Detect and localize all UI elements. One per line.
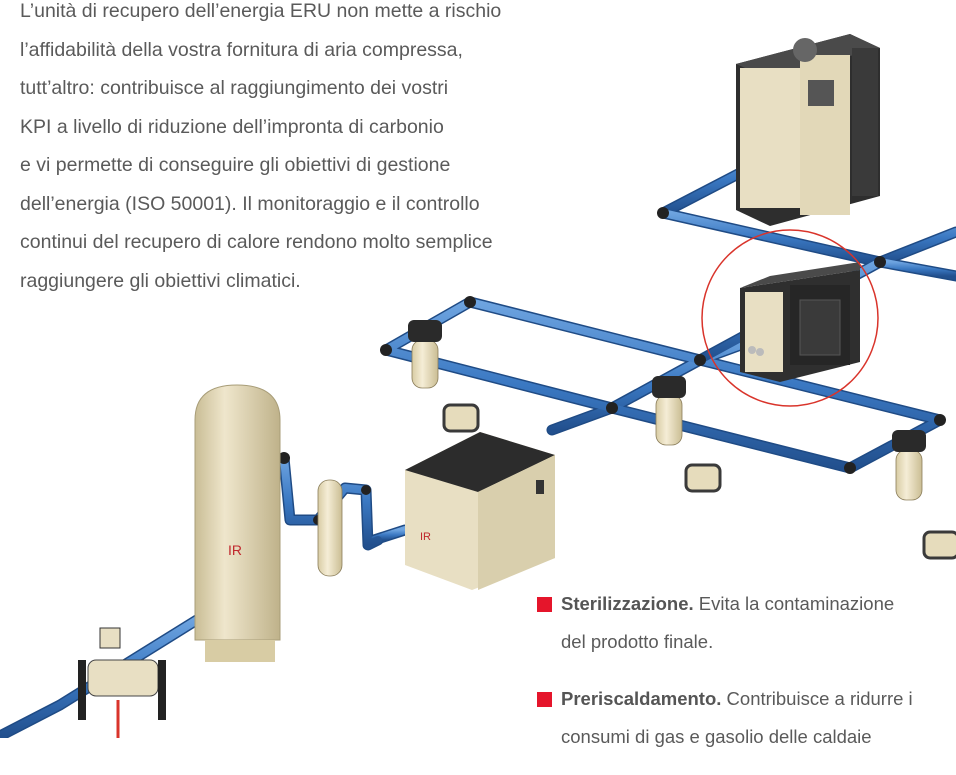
- benefit-text: del prodotto finale.: [561, 631, 714, 652]
- intro-line: e vi permette di conseguire gli obiettiv…: [20, 154, 451, 176]
- air-receiver-tank: IR: [194, 384, 281, 662]
- intro-paragraph: L’unità di recupero dell’energia ERU non…: [20, 0, 620, 300]
- brand-logo: IR: [420, 531, 431, 543]
- filter-heads: [408, 320, 926, 452]
- energy-recovery-unit: [740, 262, 860, 382]
- intro-line: raggiungere gli obiettivi climatici.: [20, 269, 301, 292]
- intro-line: continui del recupero di calore rendono …: [20, 231, 493, 253]
- intro-line: dell’energia (ISO 50001). Il monitoraggi…: [20, 192, 480, 215]
- benefit-text: consumi di gas e gasolio delle caldaie: [561, 726, 872, 747]
- valve-assembly: [78, 627, 166, 738]
- tank-brand-mark: IR: [228, 542, 242, 558]
- drain-traps: [442, 403, 956, 560]
- benefit-text: Evita la contaminazione: [698, 593, 895, 614]
- intro-line: KPI a livello di riduzione dell’impronta…: [20, 115, 444, 138]
- intro-line: tutt’altro: contribuisce al raggiungimen…: [20, 77, 449, 99]
- front-compressor: IR: [405, 432, 555, 590]
- intro-line: L’unità di recupero dell’energia ERU non…: [20, 0, 502, 22]
- benefit-title: Sterilizzazione.: [561, 593, 694, 614]
- benefits-list: Sterilizzazione. Evita la contaminazione…: [537, 585, 956, 775]
- benefit-item: Preriscaldamento. Contribuisce a ridurre…: [537, 680, 956, 756]
- intro-line: l’affidabilità della vostra fornitura di…: [20, 38, 463, 61]
- rear-compressor: [736, 34, 880, 226]
- benefit-text: Contribuisce a ridurre i: [726, 688, 913, 709]
- line-filter: [317, 339, 923, 577]
- bullet-square-icon: [537, 597, 552, 612]
- compressed-air-system-illustration: IR IR: [0, 34, 956, 738]
- eru-highlight-ring: [701, 229, 879, 407]
- bullet-square-icon: [537, 692, 552, 707]
- benefit-item: Sterilizzazione. Evita la contaminazione…: [537, 585, 956, 661]
- benefit-title: Preriscaldamento.: [561, 688, 722, 709]
